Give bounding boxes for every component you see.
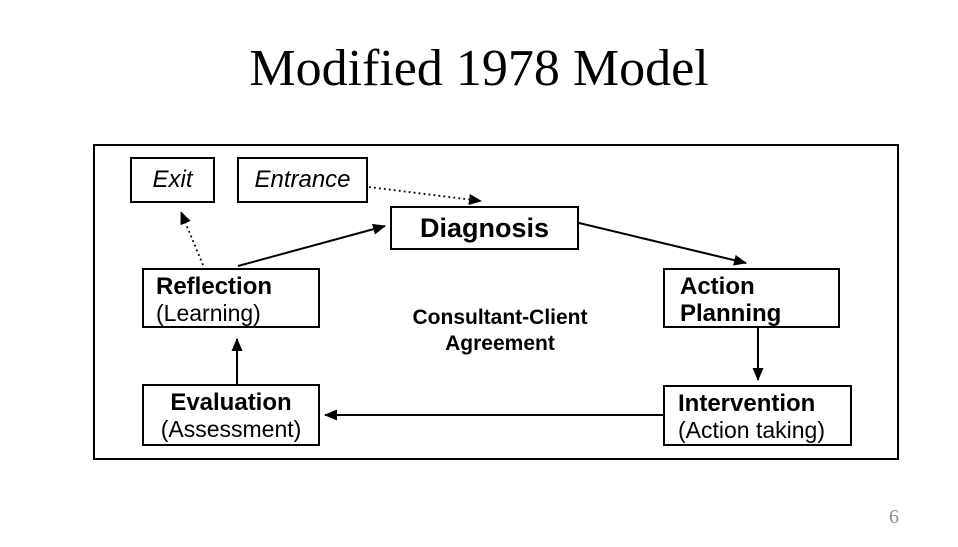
box-evaluation: Evaluation (Assessment) <box>142 384 320 446</box>
page-number: 6 <box>889 506 899 528</box>
arrow-reflection-to-exit <box>180 211 204 266</box>
box-diagnosis-label: Diagnosis <box>419 212 550 243</box>
arrow-entrance-to-diagnosis <box>368 186 482 205</box>
box-exit: Exit <box>130 157 215 203</box>
box-action-planning-line2: Planning <box>680 300 782 327</box>
center-label-line2: Agreement <box>445 332 555 355</box>
box-reflection-subtitle: (Learning) <box>156 300 261 326</box>
box-action-planning: Action Planning <box>663 268 840 328</box>
center-label-line1: Consultant-Client <box>412 306 588 329</box>
box-intervention-title: Intervention <box>678 390 816 417</box>
box-exit-label: Exit <box>152 166 193 193</box>
slide-title: Modified 1978 Model <box>249 40 709 97</box>
box-reflection: Reflection (Learning) <box>142 268 320 328</box>
box-reflection-title: Reflection <box>156 273 273 300</box>
box-action-planning-line1: Action <box>680 273 755 300</box>
arrow-diagnosis-to-action-planning <box>578 222 747 266</box>
box-intervention-subtitle: (Action taking) <box>678 417 826 443</box>
box-entrance: Entrance <box>237 157 368 203</box>
box-entrance-label: Entrance <box>254 166 351 193</box>
box-evaluation-title: Evaluation <box>170 389 292 416</box>
box-intervention: Intervention (Action taking) <box>663 385 852 446</box>
box-diagnosis: Diagnosis <box>390 206 579 250</box>
box-evaluation-subtitle: (Assessment) <box>160 416 302 442</box>
arrow-reflection-to-diagnosis <box>237 223 386 267</box>
consultant-client-agreement-label: Consultant-Client Agreement <box>400 305 600 357</box>
